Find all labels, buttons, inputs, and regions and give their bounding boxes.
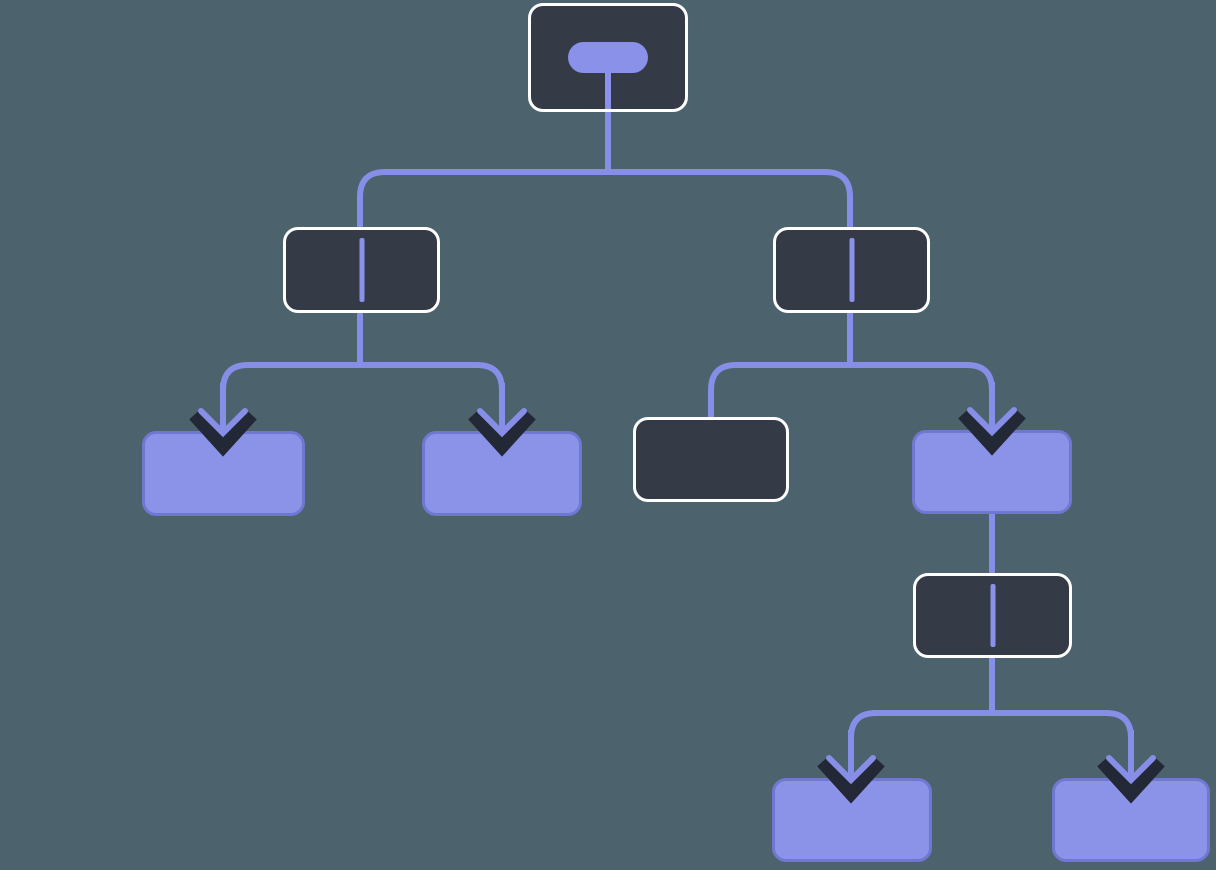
tree-node-branch-mid[interactable] [913,573,1072,658]
tree-node-leaf-1[interactable] [142,431,305,516]
tree-node-leaf-5[interactable] [1052,778,1210,862]
tree-node-leaf-4[interactable] [772,778,932,862]
connector-edge-root-to-branches [357,111,853,231]
pass-through-line [359,238,364,302]
pass-through-line [849,238,854,302]
tree-node-dark-leaf[interactable] [633,417,789,502]
connector-edge-branch-mid-to-leaves [848,655,1134,762]
pass-through-line [990,584,995,647]
tree-node-leaf-3[interactable] [912,430,1072,514]
tree-node-branch-left[interactable] [283,227,440,313]
pill-decoration [568,42,648,73]
tree-node-branch-right[interactable] [773,227,930,313]
tree-node-root[interactable] [528,3,688,112]
connector-edge-branch-right-to-kids [708,310,995,420]
connector-edge-branch-left-to-leaves [220,310,505,434]
pill-stem-decoration [605,66,611,109]
tree-node-leaf-2[interactable] [422,431,582,516]
